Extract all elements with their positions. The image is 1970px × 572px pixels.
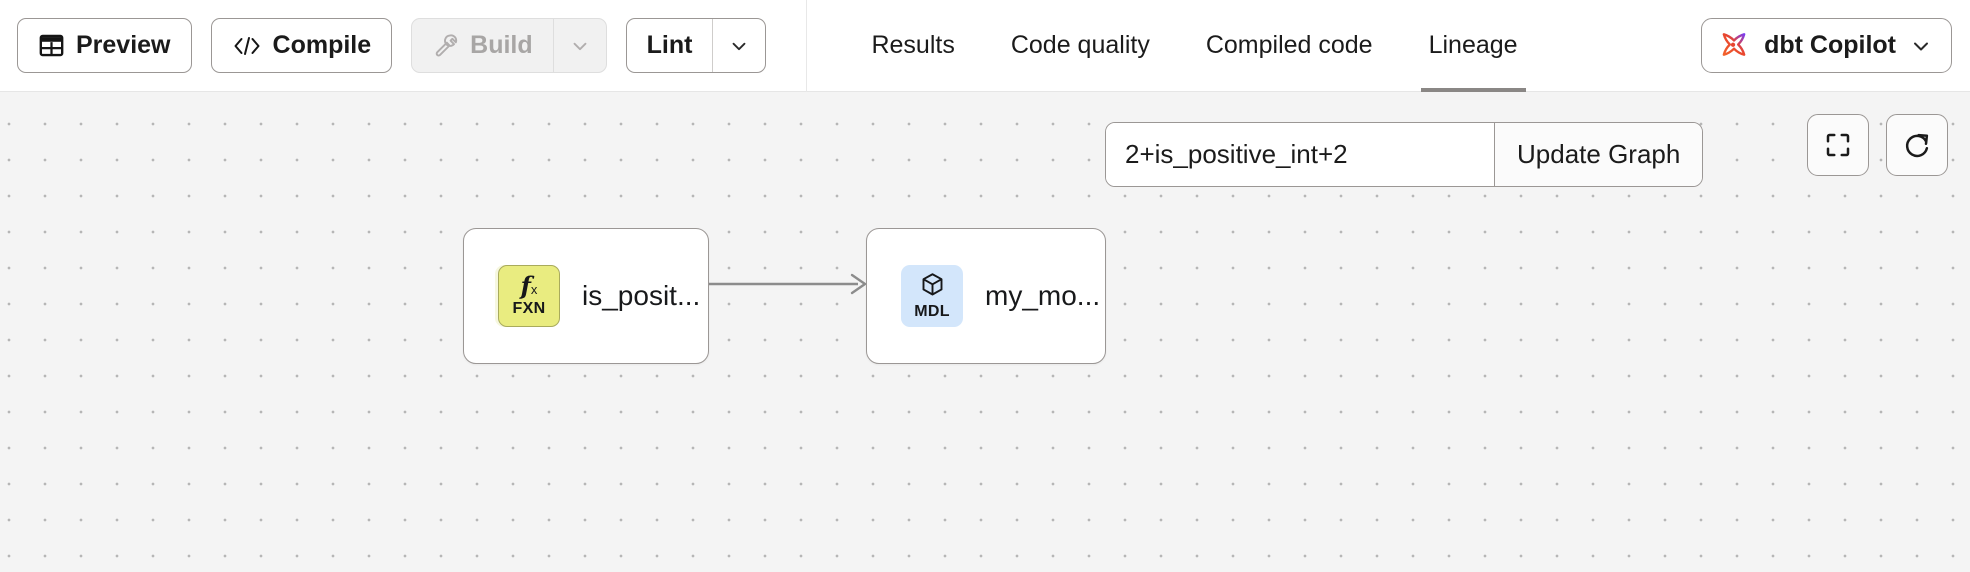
toolbar-divider [806, 0, 808, 92]
fxn-type-badge: fx FXN [498, 265, 560, 327]
preview-button-label: Preview [76, 31, 171, 59]
node-name-label: is_posit... [582, 280, 701, 311]
wrench-icon [432, 32, 459, 59]
reload-button[interactable] [1886, 114, 1948, 176]
lineage-node-function[interactable]: fx FXN is_posit... [463, 228, 709, 364]
graph-selector-group: Update Graph [1105, 122, 1704, 187]
graph-selector-input[interactable] [1106, 123, 1494, 186]
chevron-down-icon [1909, 34, 1933, 58]
lineage-edge [700, 270, 872, 303]
compile-button[interactable]: Compile [210, 18, 393, 73]
mdl-badge-label: MDL [914, 303, 950, 320]
build-dropdown-toggle [552, 19, 606, 72]
build-button-label: Build [470, 31, 533, 59]
tab-label: Compiled code [1205, 31, 1373, 59]
tab-label: Lineage [1428, 31, 1518, 59]
preview-button[interactable]: Preview [17, 18, 192, 73]
dbt-copilot-starburst-icon [1717, 29, 1751, 63]
compile-button-label: Compile [272, 31, 372, 59]
tab-code-quality[interactable]: Code quality [983, 0, 1178, 92]
tab-label: Code quality [1010, 31, 1150, 59]
dbt-copilot-label: dbt Copilot [1764, 31, 1896, 59]
node-name-label: my_mo... [985, 280, 1101, 311]
canvas-controls [1807, 114, 1948, 176]
tab-results[interactable]: Results [843, 0, 982, 92]
code-brackets-icon [232, 34, 262, 58]
tab-lineage[interactable]: Lineage [1401, 0, 1546, 92]
update-graph-button[interactable]: Update Graph [1494, 123, 1703, 186]
copilot-area: dbt Copilot [1701, 18, 1970, 73]
cube-icon [919, 271, 946, 302]
refresh-icon [1902, 130, 1932, 160]
lint-button[interactable]: Lint [627, 19, 713, 72]
build-button: Build [412, 19, 553, 72]
tab-active-indicator [1420, 87, 1526, 92]
lint-button-group: Lint [625, 18, 767, 73]
chevron-down-icon [728, 35, 750, 57]
lineage-graph-canvas[interactable]: Update Graph [0, 92, 1970, 572]
table-icon [38, 32, 65, 59]
lint-button-label: Lint [646, 31, 693, 59]
build-button-group: Build [411, 18, 607, 73]
fx-glyph: fx [520, 271, 538, 300]
update-graph-label: Update Graph [1517, 139, 1681, 169]
fit-view-button[interactable] [1807, 114, 1869, 176]
mdl-type-badge: MDL [901, 265, 963, 327]
action-buttons-group: Preview Compile [0, 0, 808, 92]
chevron-down-icon [569, 35, 591, 57]
fx-glyph-sub: x [530, 282, 538, 297]
top-toolbar: Preview Compile [0, 0, 1970, 92]
dbt-copilot-button[interactable]: dbt Copilot [1701, 18, 1952, 73]
lineage-node-model[interactable]: MDL my_mo... [866, 228, 1106, 364]
lint-dropdown-toggle[interactable] [712, 19, 765, 72]
tab-label: Results [871, 31, 955, 59]
fxn-badge-label: FXN [512, 300, 546, 317]
panel-tabs: Results Code quality Compiled code Linea… [843, 0, 1545, 92]
fullscreen-brackets-icon [1823, 130, 1853, 160]
tab-compiled-code[interactable]: Compiled code [1178, 0, 1401, 92]
